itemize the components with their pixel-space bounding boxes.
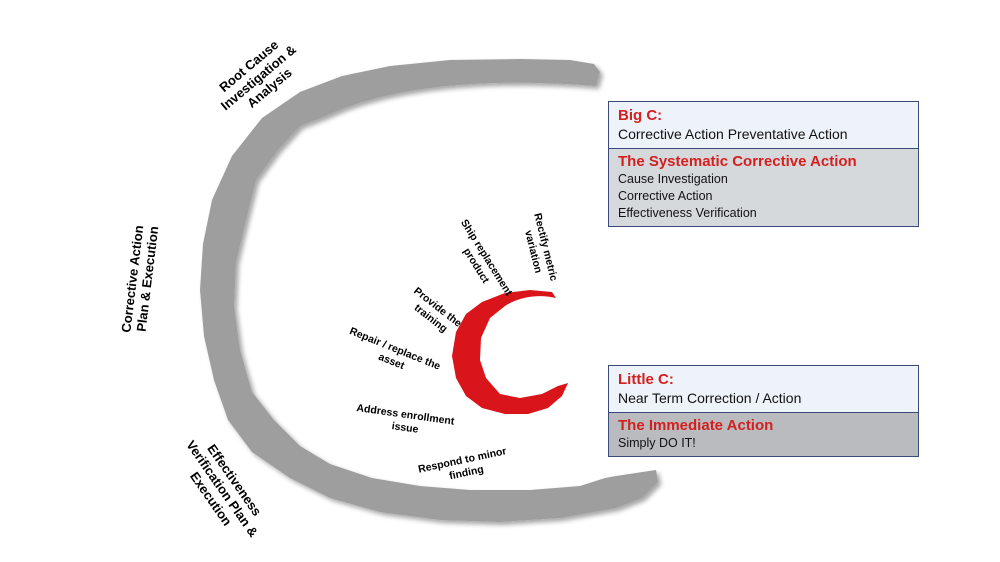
big-c-body: The Systematic Corrective Action Cause I… [609, 148, 918, 226]
label-ship: Ship replacement product [447, 217, 516, 307]
big-c-item: Effectiveness Verification [618, 206, 757, 220]
little-c-subtitle: Near Term Correction / Action [618, 390, 802, 406]
little-c-heading: The Immediate Action [618, 417, 774, 434]
little-c-item: Simply DO IT! [618, 436, 696, 450]
big-c-item: Cause Investigation [618, 172, 728, 186]
little-c-ring [452, 290, 568, 414]
little-c-title: Little C: [618, 371, 674, 388]
label-corrective-plan: Corrective Action Plan & Execution [118, 221, 161, 335]
label-address: Address enrollment issue [354, 402, 458, 441]
big-c-item: Corrective Action [618, 189, 713, 203]
little-c-body: The Immediate Action Simply DO IT! [609, 412, 918, 456]
label-rectify: Rectify metric variation [519, 212, 561, 288]
little-c-box: Little C: Near Term Correction / Action … [608, 365, 919, 457]
big-c-box: Big C: Corrective Action Preventative Ac… [608, 101, 919, 227]
label-respond: Respond to minor finding [417, 445, 513, 489]
little-c-header: Little C: Near Term Correction / Action [609, 366, 918, 412]
big-c-heading: The Systematic Corrective Action [618, 153, 857, 170]
big-c-header: Big C: Corrective Action Preventative Ac… [609, 102, 918, 148]
label-repair: Repair / replace the asset [343, 325, 445, 386]
big-c-ring [200, 59, 658, 522]
big-c-subtitle: Corrective Action Preventative Action [618, 126, 848, 142]
big-c-title: Big C: [618, 107, 663, 124]
